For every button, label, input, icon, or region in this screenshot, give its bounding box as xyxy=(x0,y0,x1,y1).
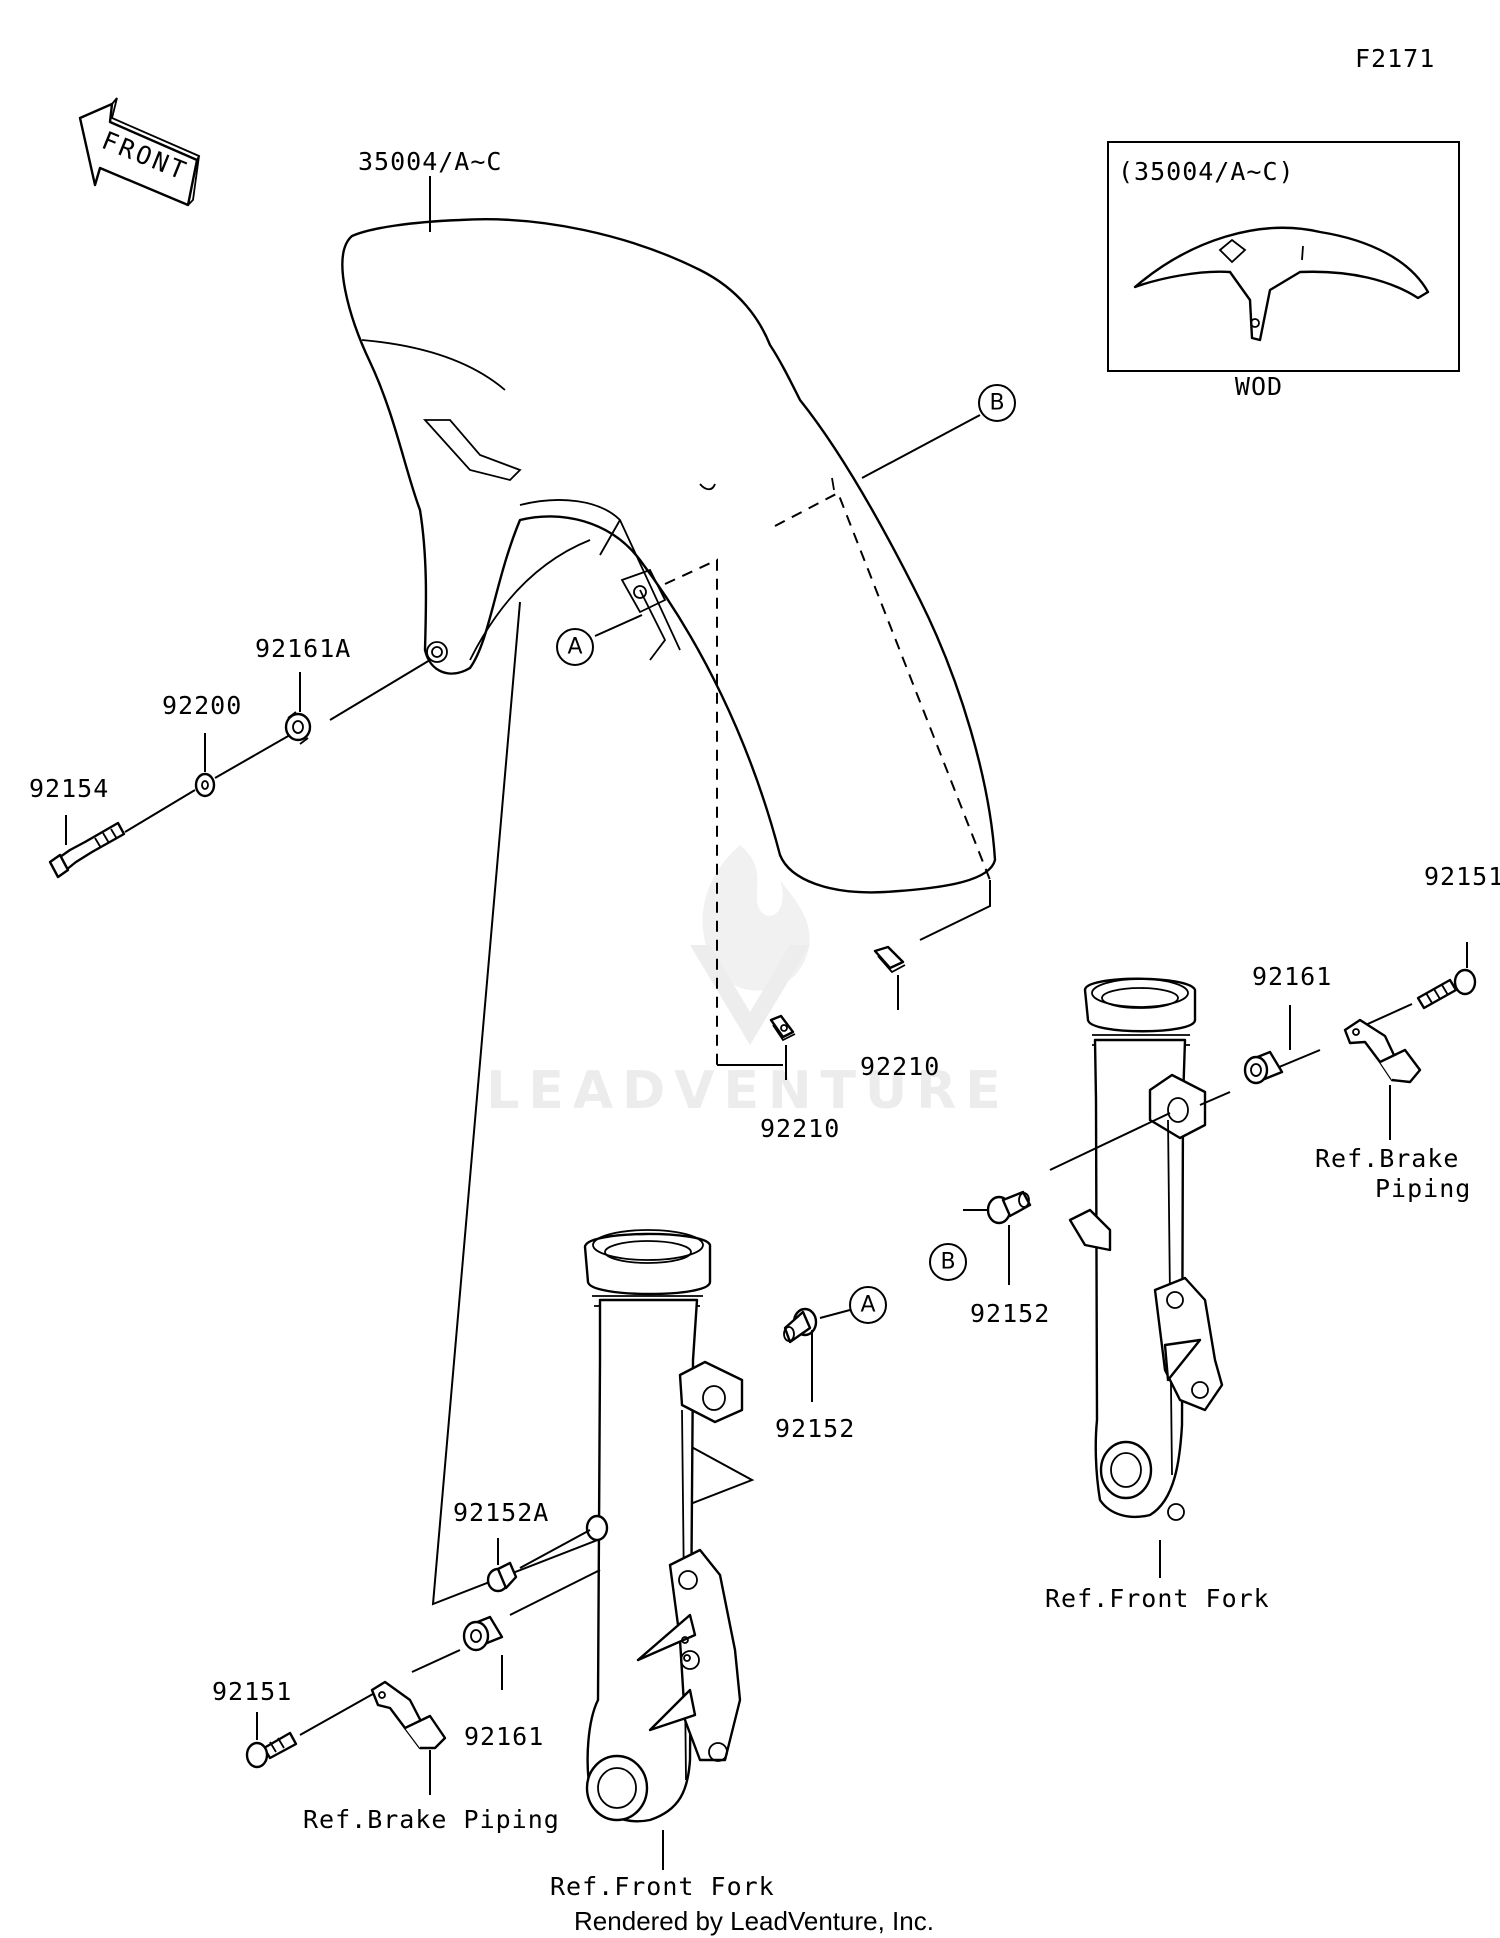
inset-part-ref: (35004/A~C) xyxy=(1118,157,1295,186)
front-arrow: FRONT xyxy=(78,97,201,207)
label-nut-clip-lower: 92210 xyxy=(760,1114,840,1143)
small-bolt-line xyxy=(519,1529,591,1569)
nut-clip-upper xyxy=(873,945,906,974)
callout-b-upper: B xyxy=(978,384,1016,422)
label-washer: 92200 xyxy=(162,691,242,720)
label-bolt-left: 92154 xyxy=(29,774,109,803)
callout-a-upper: A xyxy=(556,628,594,666)
left-bolt-assembly-bottom xyxy=(245,1569,601,1769)
right-front-fork xyxy=(1068,977,1224,1521)
svg-text:A: A xyxy=(860,1293,875,1318)
svg-text:B: B xyxy=(940,1250,955,1275)
bolt-b xyxy=(986,1190,1032,1225)
inset-box: (35004/A~C) WOD xyxy=(1107,141,1460,401)
bolt-a xyxy=(783,1307,818,1344)
right-bolt-assembly xyxy=(1049,968,1477,1171)
a-upper-line xyxy=(594,614,643,637)
watermark-logo xyxy=(690,845,810,1045)
nut-clip-lower xyxy=(769,1014,796,1042)
label-bolt-b: 92152 xyxy=(970,1299,1050,1328)
b-upper-line xyxy=(861,414,981,479)
a-lower-line xyxy=(819,1309,851,1319)
left-bolt-assembly xyxy=(48,659,431,879)
label-bolt-small: 92152A xyxy=(453,1498,549,1527)
label-bolt-a: 92152 xyxy=(775,1414,855,1443)
callout-b-lower: B xyxy=(929,1243,967,1281)
ref-brake-piping-left: Ref.Brake Piping xyxy=(303,1805,560,1834)
label-bolt-right-top: 92151 xyxy=(1424,862,1500,891)
ref-front-fork-left: Ref.Front Fork xyxy=(550,1872,775,1901)
callout-a-lower: A xyxy=(849,1286,887,1324)
svg-text:A: A xyxy=(567,635,582,660)
label-collar-left: 92161 xyxy=(464,1722,544,1751)
figure-code: F2171 xyxy=(1355,44,1435,73)
bolt-small xyxy=(486,1561,518,1593)
svg-text:B: B xyxy=(989,391,1004,416)
label-bushing-a: 92161A xyxy=(255,634,351,663)
label-bolt-left-bottom: 92151 xyxy=(212,1677,292,1706)
inset-caption: WOD xyxy=(1235,372,1283,401)
label-collar-right: 92161 xyxy=(1252,962,1332,991)
label-fender: 35004/A~C xyxy=(358,147,502,176)
left-front-fork xyxy=(583,1229,744,1823)
clip-line-upper xyxy=(919,880,991,941)
ref-brake-piping-right-line2: Piping xyxy=(1375,1174,1471,1203)
label-nut-clip-upper: 92210 xyxy=(860,1052,940,1081)
inset-fender-drawing xyxy=(1133,226,1430,342)
watermark-text: LEADVENTURE xyxy=(486,1061,1010,1121)
footer-credit: Rendered by LeadVenture, Inc. xyxy=(574,1906,934,1936)
ref-brake-piping-right-line1: Ref.Brake xyxy=(1315,1144,1459,1173)
ref-front-fork-right: Ref.Front Fork xyxy=(1045,1584,1270,1613)
front-fender xyxy=(341,218,997,1065)
